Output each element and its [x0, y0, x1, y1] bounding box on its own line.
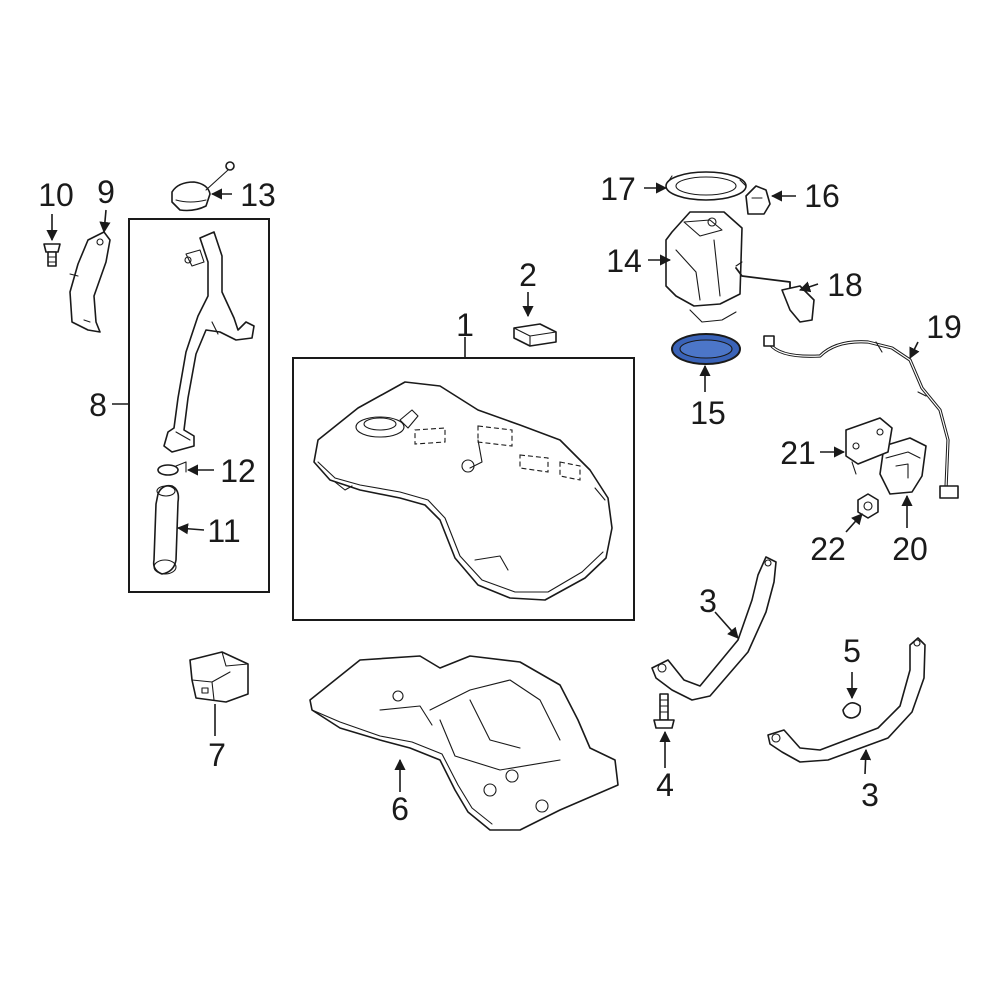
filler-pipe[interactable]: [163, 231, 255, 453]
heat-shield[interactable]: [309, 655, 619, 831]
hose-clamp[interactable]: [157, 461, 187, 476]
pump-lock-clip[interactable]: [745, 185, 771, 215]
callout-9: 9: [97, 174, 115, 210]
callout-2: 2: [519, 257, 537, 293]
callout-1: 1: [456, 307, 474, 343]
filler-assembly-group-box: [128, 218, 270, 593]
callout-14: 14: [606, 243, 642, 279]
leader-9: [99, 209, 111, 234]
tank-strap-lower[interactable]: [767, 637, 926, 763]
fuel-pump-seal[interactable]: [671, 333, 741, 365]
bracket-screw[interactable]: [43, 243, 61, 267]
callout-4: 4: [656, 767, 674, 803]
callout-3-lower: 3: [861, 777, 879, 813]
callout-21: 21: [780, 435, 816, 471]
module-bracket[interactable]: [845, 417, 893, 475]
leader-22: [845, 513, 863, 533]
tank-strap-upper[interactable]: [651, 556, 777, 701]
wiring-harness[interactable]: [763, 335, 959, 499]
strap-clip[interactable]: [842, 702, 862, 719]
callout-18: 18: [827, 267, 863, 303]
filler-bracket[interactable]: [69, 231, 111, 333]
leader-3b: [859, 748, 872, 775]
sender-harness[interactable]: [735, 261, 815, 323]
callout-16: 16: [804, 178, 840, 214]
callout-10: 10: [38, 177, 74, 213]
fuel-pump-module[interactable]: [665, 211, 743, 323]
strap-bolt[interactable]: [653, 693, 675, 729]
callout-6: 6: [391, 791, 409, 827]
mounting-nut[interactable]: [857, 493, 879, 519]
leader-18: [798, 281, 819, 293]
callout-15: 15: [690, 395, 726, 431]
callout-19: 19: [926, 309, 962, 345]
callout-12: 12: [220, 453, 256, 489]
callout-8: 8: [89, 387, 107, 423]
leader-19: [909, 341, 920, 360]
mount-bracket[interactable]: [189, 651, 249, 703]
fuel-tank[interactable]: [313, 381, 613, 601]
callout-3-upper: 3: [699, 583, 717, 619]
pump-control-module[interactable]: [879, 437, 927, 495]
callout-22: 22: [810, 531, 846, 567]
filler-hose[interactable]: [152, 484, 180, 575]
leader-3a: [714, 611, 739, 639]
leader-11: [176, 523, 205, 535]
callout-17: 17: [600, 171, 636, 207]
tank-pad[interactable]: [513, 323, 557, 347]
callout-20: 20: [892, 531, 928, 567]
pump-lock-ring[interactable]: [665, 171, 747, 201]
callout-13: 13: [240, 177, 276, 213]
fuel-tank-group-box: [292, 357, 635, 621]
callout-11: 11: [207, 513, 240, 549]
callout-7: 7: [208, 737, 226, 773]
callout-5: 5: [843, 633, 861, 669]
filler-cap[interactable]: [171, 161, 235, 212]
